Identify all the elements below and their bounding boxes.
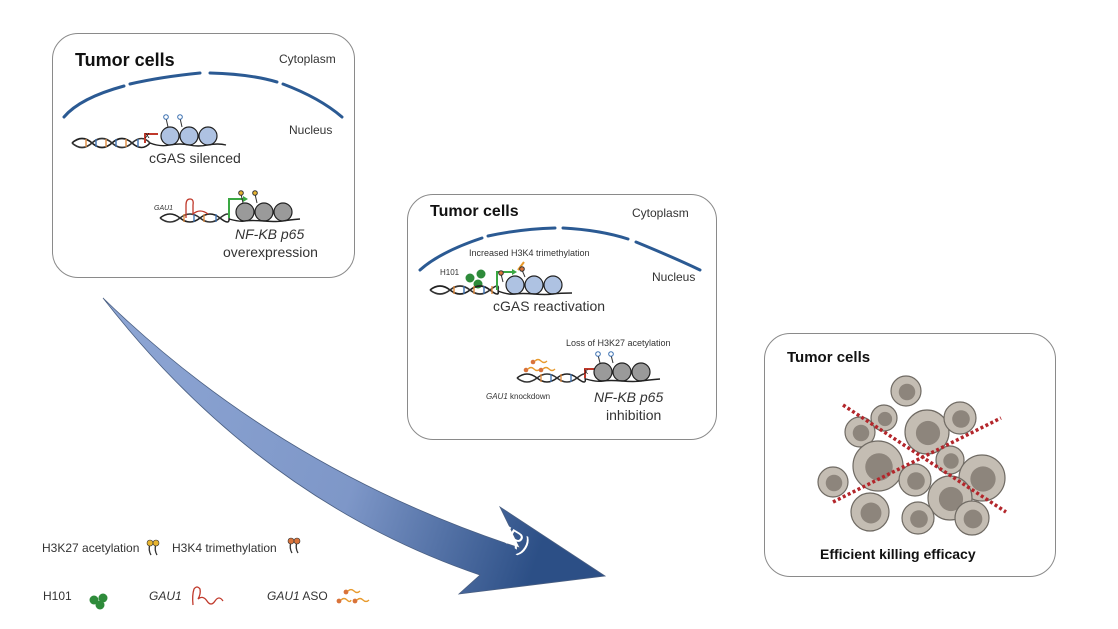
nfkb-label: NF-KB p65 bbox=[594, 389, 664, 405]
h3k27-acetylation-marks bbox=[163, 114, 183, 128]
dna-helix bbox=[71, 137, 151, 149]
cell-nucleus bbox=[907, 472, 925, 490]
legend-label: ASO bbox=[299, 589, 328, 603]
cell-nucleus bbox=[865, 453, 893, 481]
cell-nucleus bbox=[943, 453, 959, 469]
panel-treated-title: Tumor cells bbox=[430, 203, 519, 220]
overexpression-label: overexpression bbox=[223, 244, 318, 260]
panel-outcome bbox=[764, 333, 1056, 577]
cell-nucleus bbox=[852, 424, 870, 442]
nucleus-label: Nucleus bbox=[652, 270, 696, 284]
panel-after-treatment bbox=[407, 194, 717, 440]
acetylation-mark-icon bbox=[146, 539, 160, 556]
aso-icon bbox=[523, 358, 556, 373]
nucleus-label: Nucleus bbox=[289, 123, 333, 137]
blocked-promoter-arrow bbox=[584, 368, 597, 378]
nucleosomes-blue bbox=[160, 126, 218, 146]
gau1-label: GAU1 bbox=[154, 205, 174, 212]
h3k4-increase-label: Increased H3K4 trimethylation bbox=[469, 248, 590, 258]
cell-nucleus bbox=[915, 420, 941, 446]
cell-nucleus bbox=[825, 474, 843, 492]
gau1-italic: GAU1 bbox=[486, 392, 508, 401]
cell-nucleus bbox=[963, 509, 983, 529]
gau1-rna-icon bbox=[192, 586, 224, 606]
legend-aso: GAU1 ASO bbox=[267, 589, 328, 603]
knockdown-text: knockdown bbox=[510, 392, 551, 401]
cell-nucleus bbox=[877, 411, 893, 427]
active-promoter-arrow bbox=[496, 271, 512, 290]
trimethylation-mark-icon bbox=[287, 537, 301, 554]
legend-label: H101 bbox=[43, 589, 72, 603]
cell-nucleus bbox=[860, 502, 882, 524]
nfkb-label: NF-KB p65 bbox=[235, 226, 305, 242]
nucleosomes-gray bbox=[235, 202, 293, 222]
legend-label: H3K4 trimethylation bbox=[172, 541, 277, 555]
cell-nucleus bbox=[970, 466, 996, 492]
inhibition-label: inhibition bbox=[606, 407, 662, 423]
legend-h3k27: H3K27 acetylation bbox=[42, 541, 139, 555]
h3k27-loss-label: Loss of H3K27 acetylation bbox=[566, 338, 671, 348]
cell-nucleus bbox=[910, 510, 928, 528]
h101-label: H101 bbox=[440, 268, 460, 277]
panel-before-treatment bbox=[52, 33, 355, 278]
arrow-body bbox=[102, 297, 607, 595]
legend-label: H3K27 acetylation bbox=[42, 541, 140, 555]
panel-before-title: Tumor cells bbox=[75, 50, 175, 70]
cell-nucleus bbox=[952, 410, 970, 428]
cytoplasm-label: Cytoplasm bbox=[632, 206, 689, 220]
cgas-reactivation-label: cGAS reactivation bbox=[493, 298, 606, 314]
gau1-knockdown-label: GAU1 knockdown bbox=[486, 392, 550, 401]
legend-h101: H101 bbox=[43, 589, 72, 603]
cgas-silenced-label: cGAS silenced bbox=[149, 150, 241, 166]
cell-nucleus bbox=[938, 486, 964, 512]
cell-nucleus bbox=[898, 383, 916, 401]
legend-h3k4: H3K4 trimethylation bbox=[172, 541, 277, 555]
blocked-promoter-arrow bbox=[144, 133, 158, 143]
active-promoter-arrow bbox=[228, 198, 243, 218]
svg-text:x: x bbox=[584, 367, 588, 376]
h101-virus-icon bbox=[89, 593, 108, 610]
outcome-caption: Efficient killing efficacy bbox=[820, 546, 976, 562]
aso-icon bbox=[336, 588, 370, 604]
legend-gau1: GAU1 bbox=[149, 589, 182, 603]
svg-text:x: x bbox=[145, 130, 150, 140]
cytoplasm-label: Cytoplasm bbox=[279, 52, 336, 66]
panel-outcome-title: Tumor cells bbox=[787, 349, 871, 366]
gau1-rna-icon bbox=[185, 198, 209, 218]
kill-cross bbox=[832, 403, 1007, 514]
legend-label-italic: GAU1 bbox=[267, 589, 300, 603]
legend-label-italic: GAU1 bbox=[149, 589, 182, 603]
